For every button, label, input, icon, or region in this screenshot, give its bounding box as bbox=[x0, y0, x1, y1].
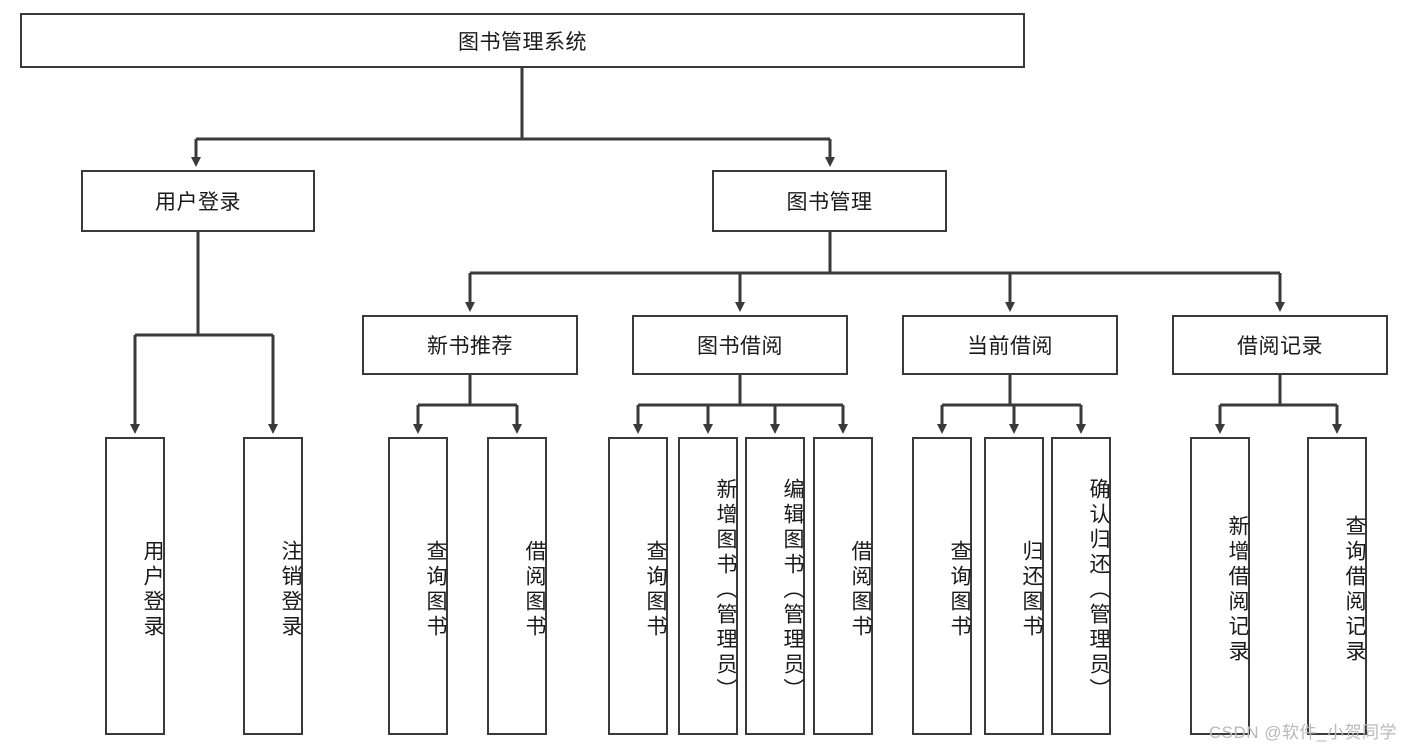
node-leaf-borrow-book-rec[interactable]: 借阅图书 bbox=[487, 437, 547, 735]
node-leaf-query-book[interactable]: 查询图书 bbox=[608, 437, 668, 735]
node-leaf-query-book-cur[interactable]: 查询图书 bbox=[912, 437, 972, 735]
node-new-book-rec[interactable]: 新书推荐 bbox=[362, 315, 578, 375]
node-user-login[interactable]: 用户登录 bbox=[81, 170, 315, 232]
node-leaf-return-book[interactable]: 归还图书 bbox=[984, 437, 1044, 735]
node-leaf-query-book-rec[interactable]: 查询图书 bbox=[388, 437, 448, 735]
node-leaf-borrow-book[interactable]: 借阅图书 bbox=[813, 437, 873, 735]
node-leaf-confirm-return[interactable]: 确认归还（管理员） bbox=[1051, 437, 1111, 735]
node-current-borrow[interactable]: 当前借阅 bbox=[902, 315, 1118, 375]
node-book-borrow[interactable]: 图书借阅 bbox=[632, 315, 848, 375]
node-leaf-add-book[interactable]: 新增图书（管理员） bbox=[678, 437, 738, 735]
node-leaf-user-login[interactable]: 用户登录 bbox=[105, 437, 165, 735]
node-leaf-add-record[interactable]: 新增借阅记录 bbox=[1190, 437, 1250, 735]
node-leaf-query-record[interactable]: 查询借阅记录 bbox=[1307, 437, 1367, 735]
node-leaf-user-logout[interactable]: 注销登录 bbox=[243, 437, 303, 735]
node-book-manage[interactable]: 图书管理 bbox=[712, 170, 947, 232]
watermark-text: CSDN @软件_小贺同学 bbox=[1208, 723, 1397, 742]
node-borrow-record[interactable]: 借阅记录 bbox=[1172, 315, 1388, 375]
node-root[interactable]: 图书管理系统 bbox=[20, 13, 1025, 68]
node-leaf-edit-book[interactable]: 编辑图书（管理员） bbox=[745, 437, 805, 735]
